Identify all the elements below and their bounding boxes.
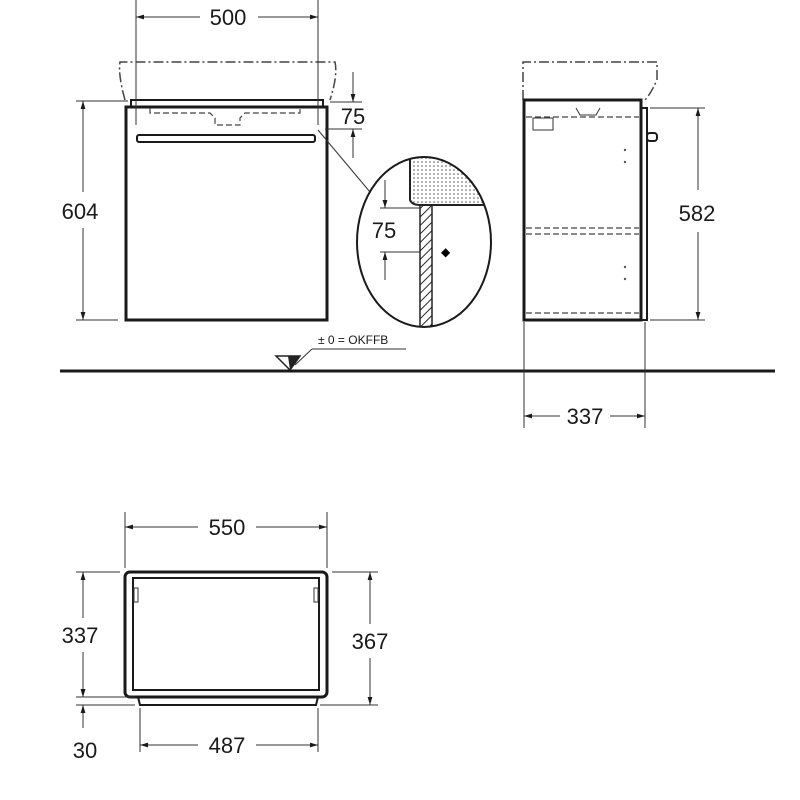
siphon-outline — [149, 108, 301, 126]
dim-handle-offset-75: 75 — [341, 104, 365, 129]
side-view: 582 337 — [522, 61, 716, 429]
plan-door — [137, 696, 319, 706]
handle-bar — [136, 134, 316, 143]
plan-view: 550 337 367 30 487 — [62, 512, 389, 763]
level-triangle-fill — [288, 356, 300, 370]
detail-magnifier — [409, 157, 491, 327]
dim-offset-30: 30 — [73, 738, 97, 763]
front-view: 500 604 75 75 ◆ ± 0 = OKFFB — [62, 0, 492, 372]
cabinet-front — [124, 105, 329, 322]
dim-depth-337: 337 — [567, 404, 604, 429]
dim-height-604: 604 — [62, 199, 99, 224]
dim-inner-width-487: 487 — [209, 733, 246, 758]
side-cabinet — [522, 98, 643, 322]
dim-detail-75: 75 — [372, 218, 396, 243]
dim-height-582: 582 — [679, 201, 716, 226]
mount-point-icon: ◆ — [441, 245, 451, 259]
side-door-panel — [640, 107, 648, 321]
dim-width-500: 500 — [210, 5, 247, 30]
detail-circle — [356, 156, 492, 328]
basin-outline-dashed — [118, 61, 337, 101]
side-basin-dashed — [522, 61, 658, 101]
detail-leader — [317, 129, 371, 193]
dim-overall-depth-367: 367 — [352, 629, 389, 654]
plan-outer — [123, 570, 329, 699]
floor-reference-label: ± 0 = OKFFB — [318, 333, 388, 347]
plan-inner — [132, 577, 320, 691]
side-knob — [646, 132, 658, 142]
dim-outer-width-550: 550 — [209, 515, 246, 540]
dim-plan-depth-337: 337 — [62, 623, 99, 648]
